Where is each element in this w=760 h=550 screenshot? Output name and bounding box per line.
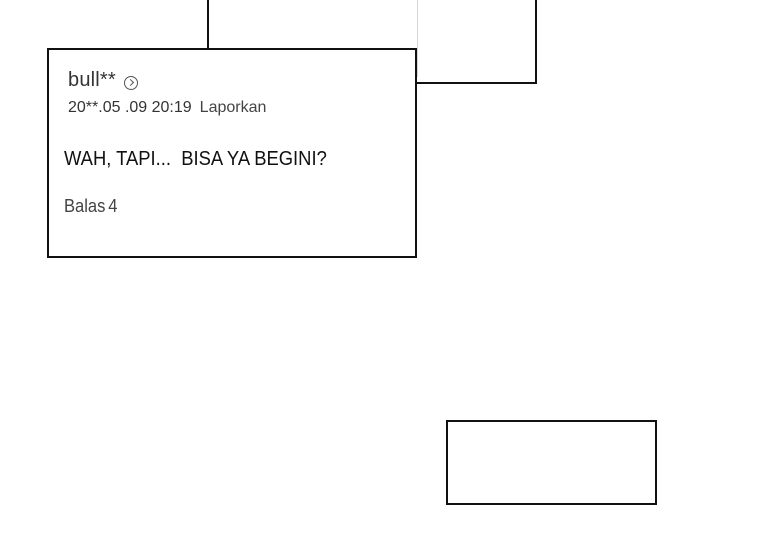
username[interactable]: bull** bbox=[68, 69, 116, 91]
reply-count: 4 bbox=[108, 196, 118, 216]
chevron-right-circle-icon[interactable] bbox=[123, 75, 138, 90]
comment-timestamp: 20**.05 .09 20:19 bbox=[68, 99, 192, 116]
username-row[interactable]: bull** bbox=[68, 69, 138, 92]
comment-card: bull** 20**.05 .09 20:19 Laporkan WAH, T… bbox=[47, 48, 417, 258]
empty-box bbox=[446, 420, 657, 505]
comment-meta: 20**.05 .09 20:19 Laporkan bbox=[68, 99, 266, 117]
reply-label: Balas bbox=[64, 196, 106, 216]
comment-text: WAH, TAPI... BISA YA BEGINI? bbox=[64, 148, 327, 170]
report-link[interactable]: Laporkan bbox=[199, 99, 267, 116]
